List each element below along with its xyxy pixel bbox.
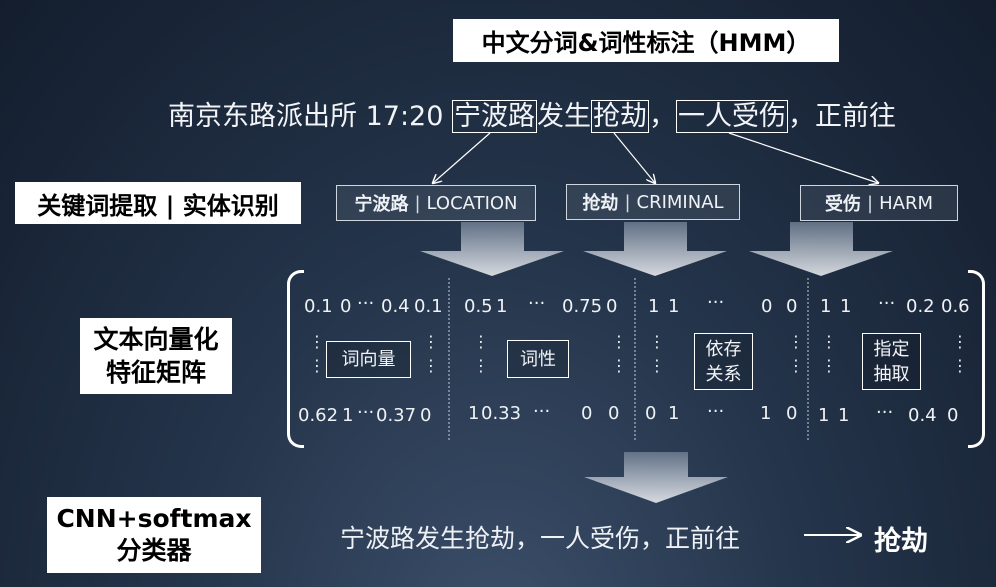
matrix-cell: 1	[820, 296, 832, 317]
arrow-location	[433, 132, 491, 183]
sentence-mid-1: 发生	[536, 101, 591, 132]
matrix-cell: 0	[645, 403, 657, 424]
matrix-cell: ···	[357, 293, 375, 314]
keyword-extraction-text: 关键词提取 | 实体识别	[37, 191, 279, 220]
matrix-cell: ···	[876, 402, 894, 423]
sentence-word-criminal: 抢劫	[590, 100, 649, 133]
input-sentence: 南京东路派出所 17:20 宁波路发生抢劫，一人受伤，正前往	[168, 94, 896, 133]
matrix-cell: 0.6	[941, 296, 970, 317]
matrix-cell: 1	[840, 296, 852, 317]
matrix-cell: 1	[668, 403, 680, 424]
entity-criminal-word: 抢劫	[582, 193, 619, 214]
arrow-harm	[728, 132, 878, 183]
matrix-cell: 1	[648, 296, 660, 317]
matrix-cell: ···	[707, 401, 725, 422]
entity-separator: |	[867, 192, 874, 214]
vectorization-line-2: 特征矩阵	[105, 358, 206, 387]
sentence-suffix: ，正前往	[787, 101, 896, 132]
down-arrow-1	[420, 222, 564, 276]
entity-criminal-tag: CRIMINAL	[636, 191, 724, 213]
title-label: 中文分词&词性标注（HMM）	[453, 19, 839, 62]
matrix-cell: 0.62	[298, 405, 339, 426]
matrix-cell: 0.75	[562, 296, 603, 317]
matrix-cell: ···	[878, 293, 896, 314]
down-arrow-2	[583, 222, 727, 276]
matrix-cell: ···	[357, 402, 375, 423]
feature-dependency-line-1: 依存	[705, 338, 742, 360]
vertical-ellipsis: ⋮⋮	[952, 332, 968, 375]
sentence-word-harm: 一人受伤	[675, 100, 788, 133]
entity-harm-tag: HARM	[879, 192, 933, 214]
matrix-cell: 0.4	[381, 296, 410, 317]
down-arrow-3	[749, 222, 893, 276]
matrix-cell: 1	[468, 403, 480, 424]
feature-pos: 词性	[507, 340, 569, 378]
vertical-ellipsis: ⋮⋮	[821, 332, 837, 375]
matrix-cell: 0	[761, 296, 773, 317]
entity-location: 宁波路|LOCATION	[336, 185, 536, 221]
title-text: 中文分词&词性标注（HMM）	[481, 29, 811, 57]
entity-location-tag: LOCATION	[426, 192, 518, 214]
vertical-ellipsis: ⋮⋮	[788, 332, 804, 375]
matrix-cell: 0	[581, 403, 593, 424]
feature-extraction-line-2: 抽取	[873, 363, 910, 385]
keyword-extraction-label: 关键词提取 | 实体识别	[15, 182, 301, 224]
matrix-cell: ···	[528, 293, 546, 314]
text-vectorization-label: 文本向量化 特征矩阵	[80, 318, 232, 394]
classification-result: 抢劫	[874, 526, 928, 557]
sentence-prefix: 南京东路派出所 17:20	[168, 101, 452, 132]
matrix-cell: 0	[608, 403, 620, 424]
matrix-cell: 0	[786, 296, 798, 317]
matrix-cell: 0	[340, 296, 352, 317]
feature-extraction-line-1: 指定	[873, 338, 910, 360]
matrix-left-bracket	[287, 270, 304, 448]
matrix-cell: 0	[420, 405, 432, 426]
matrix-cell: 0.1	[414, 296, 443, 317]
entity-separator: |	[624, 191, 631, 213]
classifier-line-1: CNN+softmax	[56, 504, 252, 533]
matrix-cell: 0	[947, 405, 959, 426]
matrix-right-bracket	[968, 270, 985, 448]
matrix-cell: 0.4	[908, 405, 937, 426]
arrow-criminal	[613, 132, 655, 183]
matrix-cell: ···	[533, 401, 551, 422]
vertical-ellipsis: ⋮⋮	[473, 332, 489, 375]
output-sentence: 宁波路发生抢劫，一人受伤，正前往	[340, 524, 741, 553]
matrix-cell: ···	[707, 292, 725, 313]
feature-word-vector: 词向量	[326, 341, 411, 378]
matrix-cell: 0.37	[376, 405, 417, 426]
vertical-ellipsis: ⋮⋮	[649, 332, 665, 375]
vertical-ellipsis: ⋮⋮	[611, 332, 627, 375]
down-arrow-4	[584, 452, 728, 503]
feature-dependency: 依存 关系	[694, 333, 753, 390]
matrix-cell: 0.5	[464, 296, 493, 317]
matrix-cell: 0.33	[481, 403, 522, 424]
entity-harm-word: 受伤	[825, 194, 862, 215]
vertical-ellipsis: ⋮⋮	[309, 332, 325, 375]
matrix-cell: 1	[496, 296, 508, 317]
feature-dependency-line-2: 关系	[705, 363, 742, 385]
matrix-cell: 0	[786, 403, 798, 424]
matrix-cell: 0.1	[304, 296, 333, 317]
feature-word-vector-text: 词向量	[341, 349, 396, 370]
sentence-word-location: 宁波路	[451, 100, 537, 133]
matrix-cell: 1	[838, 405, 850, 426]
entity-harm: 受伤|HARM	[800, 185, 958, 221]
matrix-cell: 1	[818, 405, 830, 426]
feature-specified-extraction: 指定 抽取	[862, 333, 921, 390]
matrix-cell: 1	[668, 296, 680, 317]
classifier-line-2: 分类器	[116, 536, 192, 565]
classifier-label: CNN+softmax 分类器	[47, 497, 261, 573]
matrix-cell: 0.2	[906, 296, 935, 317]
entity-criminal: 抢劫|CRIMINAL	[566, 184, 740, 220]
matrix-cell: 1	[342, 405, 354, 426]
matrix-cell: 1	[760, 403, 772, 424]
vertical-ellipsis: ⋮⋮	[423, 332, 439, 375]
entity-location-word: 宁波路	[354, 194, 409, 215]
vectorization-line-1: 文本向量化	[93, 325, 219, 354]
matrix-cell: 0	[606, 296, 618, 317]
entity-separator: |	[414, 192, 421, 214]
sentence-mid-2: ，	[648, 101, 676, 132]
feature-pos-text: 词性	[520, 348, 556, 370]
